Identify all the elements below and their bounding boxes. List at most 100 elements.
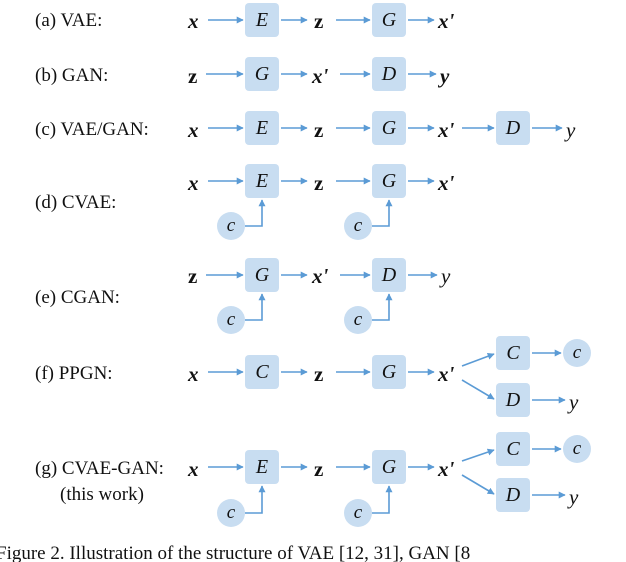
row-g-generator-condition-circle: c <box>344 499 372 527</box>
row-c-label: (c) VAE/GAN: <box>35 119 149 140</box>
row-d-generator-label: G <box>381 170 397 192</box>
row-e-generator-condition-circle: c <box>217 306 245 334</box>
row-e-latent-z: z <box>188 264 198 288</box>
row-e-discriminator-label: D <box>381 264 397 286</box>
row-f-branch-output-y: y <box>569 390 579 414</box>
row-d-generator-condition-label: c <box>353 215 363 236</box>
row-g-encoder-condition-circle: c <box>217 499 245 527</box>
row-g-branch-arrow-down <box>461 474 495 495</box>
row-g-branch-classifier-label: C <box>506 438 520 460</box>
row-d-encoder-label: E <box>255 170 269 192</box>
row-b-label: (b) GAN: <box>35 65 109 86</box>
row-b-discriminator-box: D <box>372 57 406 91</box>
row-c-latent-z: z <box>314 118 324 142</box>
row-b-output-y: y <box>440 64 450 88</box>
row-g-generator-label: G <box>381 456 397 478</box>
figure-caption: Figure 2. Illustration of the structure … <box>0 544 626 562</box>
row-e-discriminator-condition-circle: c <box>344 306 372 334</box>
row-f-input-x: x <box>188 362 199 386</box>
row-a-input-x: x <box>188 9 199 33</box>
row-g-latent-z: z <box>314 457 324 481</box>
row-e-generator-label: G <box>254 264 270 286</box>
row-d-generator-condition-circle: c <box>344 212 372 240</box>
row-e-output-y: y <box>441 264 451 288</box>
row-a-generator-label: G <box>381 9 397 31</box>
row-f-branch-arrow-down <box>461 379 495 400</box>
row-f-branch-discriminator-box: D <box>496 383 530 417</box>
row-g-branch-class-label: c <box>572 438 582 459</box>
row-d-encoder-box: E <box>245 164 279 198</box>
row-c-discriminator-label: D <box>505 117 521 139</box>
row-d-label: (d) CVAE: <box>35 192 117 213</box>
row-e-discriminator-box: D <box>372 258 406 292</box>
row-f-branch-arrow-up <box>461 352 495 367</box>
row-e-output-xprime: x' <box>312 264 329 288</box>
row-f-latent-z: z <box>314 362 324 386</box>
row-b-generator-box: G <box>245 57 279 91</box>
row-d-encoder-condition-label: c <box>226 215 236 236</box>
row-g-branch-class-circle: c <box>563 435 591 463</box>
row-g-branch-output-y: y <box>569 485 579 509</box>
row-g-encoder-condition-label: c <box>226 502 236 523</box>
row-c-output-xprime: x' <box>438 118 455 142</box>
row-g-branch-classifier-box: C <box>496 432 530 466</box>
row-g-branch-arrow-up <box>461 448 495 462</box>
row-f-generator-label: G <box>381 361 397 383</box>
row-g-branch-discriminator-box: D <box>496 478 530 512</box>
row-g-branch-discriminator-label: D <box>505 484 521 506</box>
row-c-output-y: y <box>566 118 576 142</box>
row-d-condition-arrow-1 <box>245 199 266 227</box>
row-g-encoder-box: E <box>245 450 279 484</box>
row-e-label: (e) CGAN: <box>35 287 120 308</box>
row-a-output-xprime: x' <box>438 9 455 33</box>
row-b-output-xprime: x' <box>312 64 329 88</box>
row-f-branch-classifier-box: C <box>496 336 530 370</box>
row-c-generator-label: G <box>381 117 397 139</box>
row-f-generator-box: G <box>372 355 406 389</box>
row-c-encoder-label: E <box>255 117 269 139</box>
row-e-generator-box: G <box>245 258 279 292</box>
row-b-discriminator-label: D <box>381 63 397 85</box>
row-g-condition-arrow-2 <box>372 485 393 514</box>
row-d-latent-z: z <box>314 171 324 195</box>
row-b-generator-label: G <box>254 63 270 85</box>
row-g-sublabel: (this work) <box>60 484 144 505</box>
row-b-latent-z: z <box>188 64 198 88</box>
row-e-discriminator-condition-label: c <box>353 309 363 330</box>
row-f-branch-class-circle: c <box>563 339 591 367</box>
row-e-condition-arrow-1 <box>245 293 266 321</box>
row-e-generator-condition-label: c <box>226 309 236 330</box>
row-d-generator-box: G <box>372 164 406 198</box>
row-c-discriminator-box: D <box>496 111 530 145</box>
row-e-condition-arrow-2 <box>372 293 393 321</box>
row-c-input-x: x <box>188 118 199 142</box>
row-c-generator-box: G <box>372 111 406 145</box>
row-a-encoder-label: E <box>255 9 269 31</box>
row-a-encoder-box: E <box>245 3 279 37</box>
row-a-latent-z: z <box>314 9 324 33</box>
row-g-condition-arrow-1 <box>245 485 266 514</box>
row-a-generator-box: G <box>372 3 406 37</box>
row-f-label: (f) PPGN: <box>35 363 113 384</box>
row-g-label: (g) CVAE-GAN: <box>35 458 164 479</box>
row-f-branch-class-label: c <box>572 342 582 363</box>
row-f-branch-classifier-label: C <box>506 342 520 364</box>
row-a-label: (a) VAE: <box>35 10 103 31</box>
row-g-generator-box: G <box>372 450 406 484</box>
row-g-input-x: x <box>188 457 199 481</box>
row-g-encoder-label: E <box>255 456 269 478</box>
row-f-branch-discriminator-label: D <box>505 389 521 411</box>
row-d-condition-arrow-2 <box>372 199 393 227</box>
row-g-generator-condition-label: c <box>353 502 363 523</box>
row-f-classifier-label: C <box>255 361 269 383</box>
row-f-output-xprime: x' <box>438 362 455 386</box>
row-c-encoder-box: E <box>245 111 279 145</box>
row-d-input-x: x <box>188 171 199 195</box>
row-d-encoder-condition-circle: c <box>217 212 245 240</box>
row-g-output-xprime: x' <box>438 457 455 481</box>
figure-caption-text: Figure 2. Illustration of the structure … <box>0 544 471 562</box>
row-f-classifier-box: C <box>245 355 279 389</box>
row-d-output-xprime: x' <box>438 171 455 195</box>
